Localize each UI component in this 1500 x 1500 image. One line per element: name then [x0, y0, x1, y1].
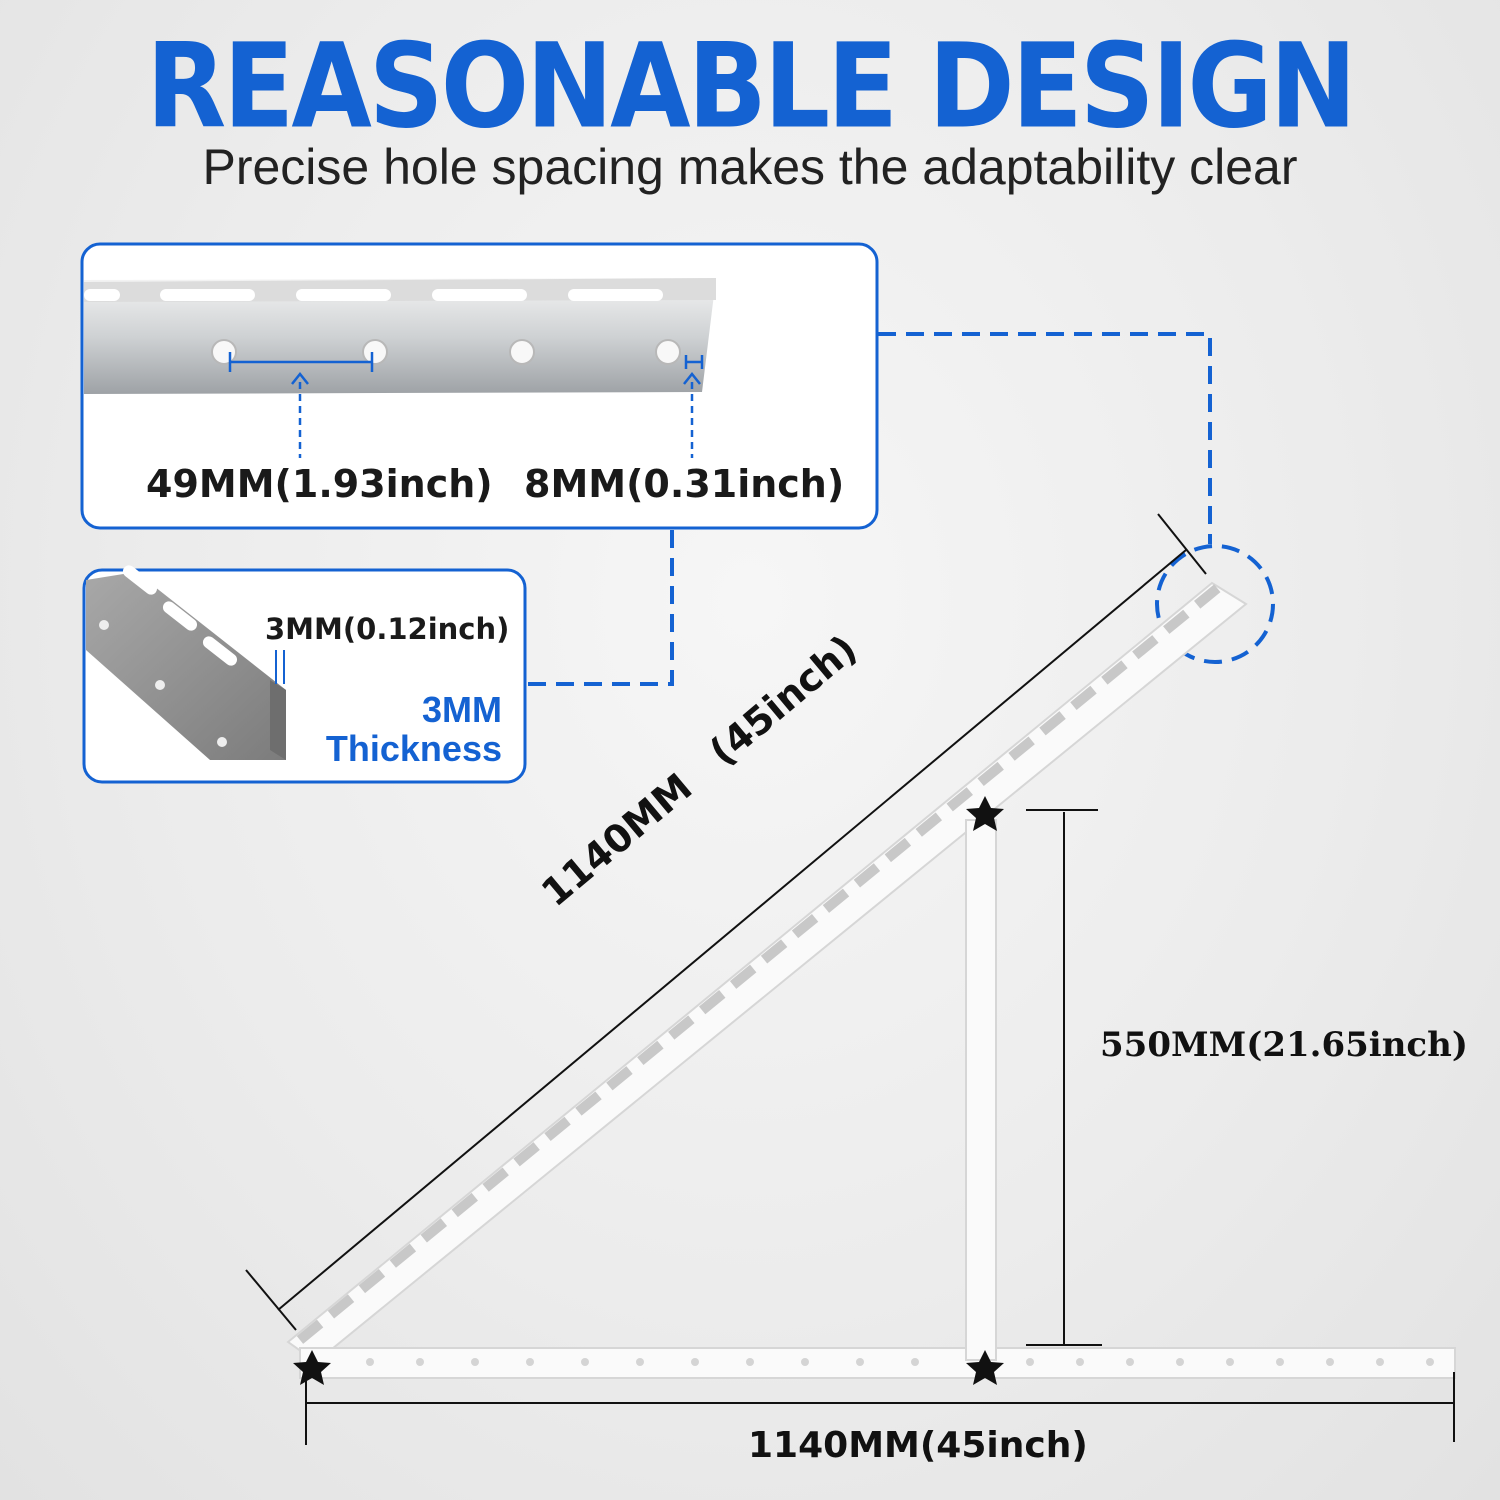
thickness-dimension-marks — [275, 650, 285, 684]
page-title: REASONABLE DESIGN — [146, 18, 1357, 155]
dimension-lines — [245, 513, 1455, 1445]
spacing-dimension-marks — [228, 352, 704, 458]
page-subtitle: Precise hole spacing makes the adaptabil… — [202, 139, 1298, 195]
thickness-title: 3MM Thickness — [280, 690, 502, 768]
hole-spacing-label: 49MM(1.93inch) — [146, 462, 493, 506]
hole-width-label: 8MM(0.31inch) — [524, 462, 845, 506]
callout-connectors — [528, 332, 1275, 686]
angle-section-closeup — [86, 565, 286, 760]
thickness-dimension-label: 3MM(0.12inch) — [265, 612, 510, 646]
star-knob-icon — [293, 796, 1004, 1385]
base-length-label: 1140MM(45inch) — [748, 1425, 1088, 1466]
height-label: 550MM(21.65inch) — [1100, 1025, 1468, 1065]
solar-bracket-frame — [286, 581, 1456, 1379]
thickness-title-line2: Thickness — [325, 728, 502, 769]
angle-rail-closeup — [84, 278, 716, 394]
thickness-title-line1: 3MM — [422, 689, 502, 730]
